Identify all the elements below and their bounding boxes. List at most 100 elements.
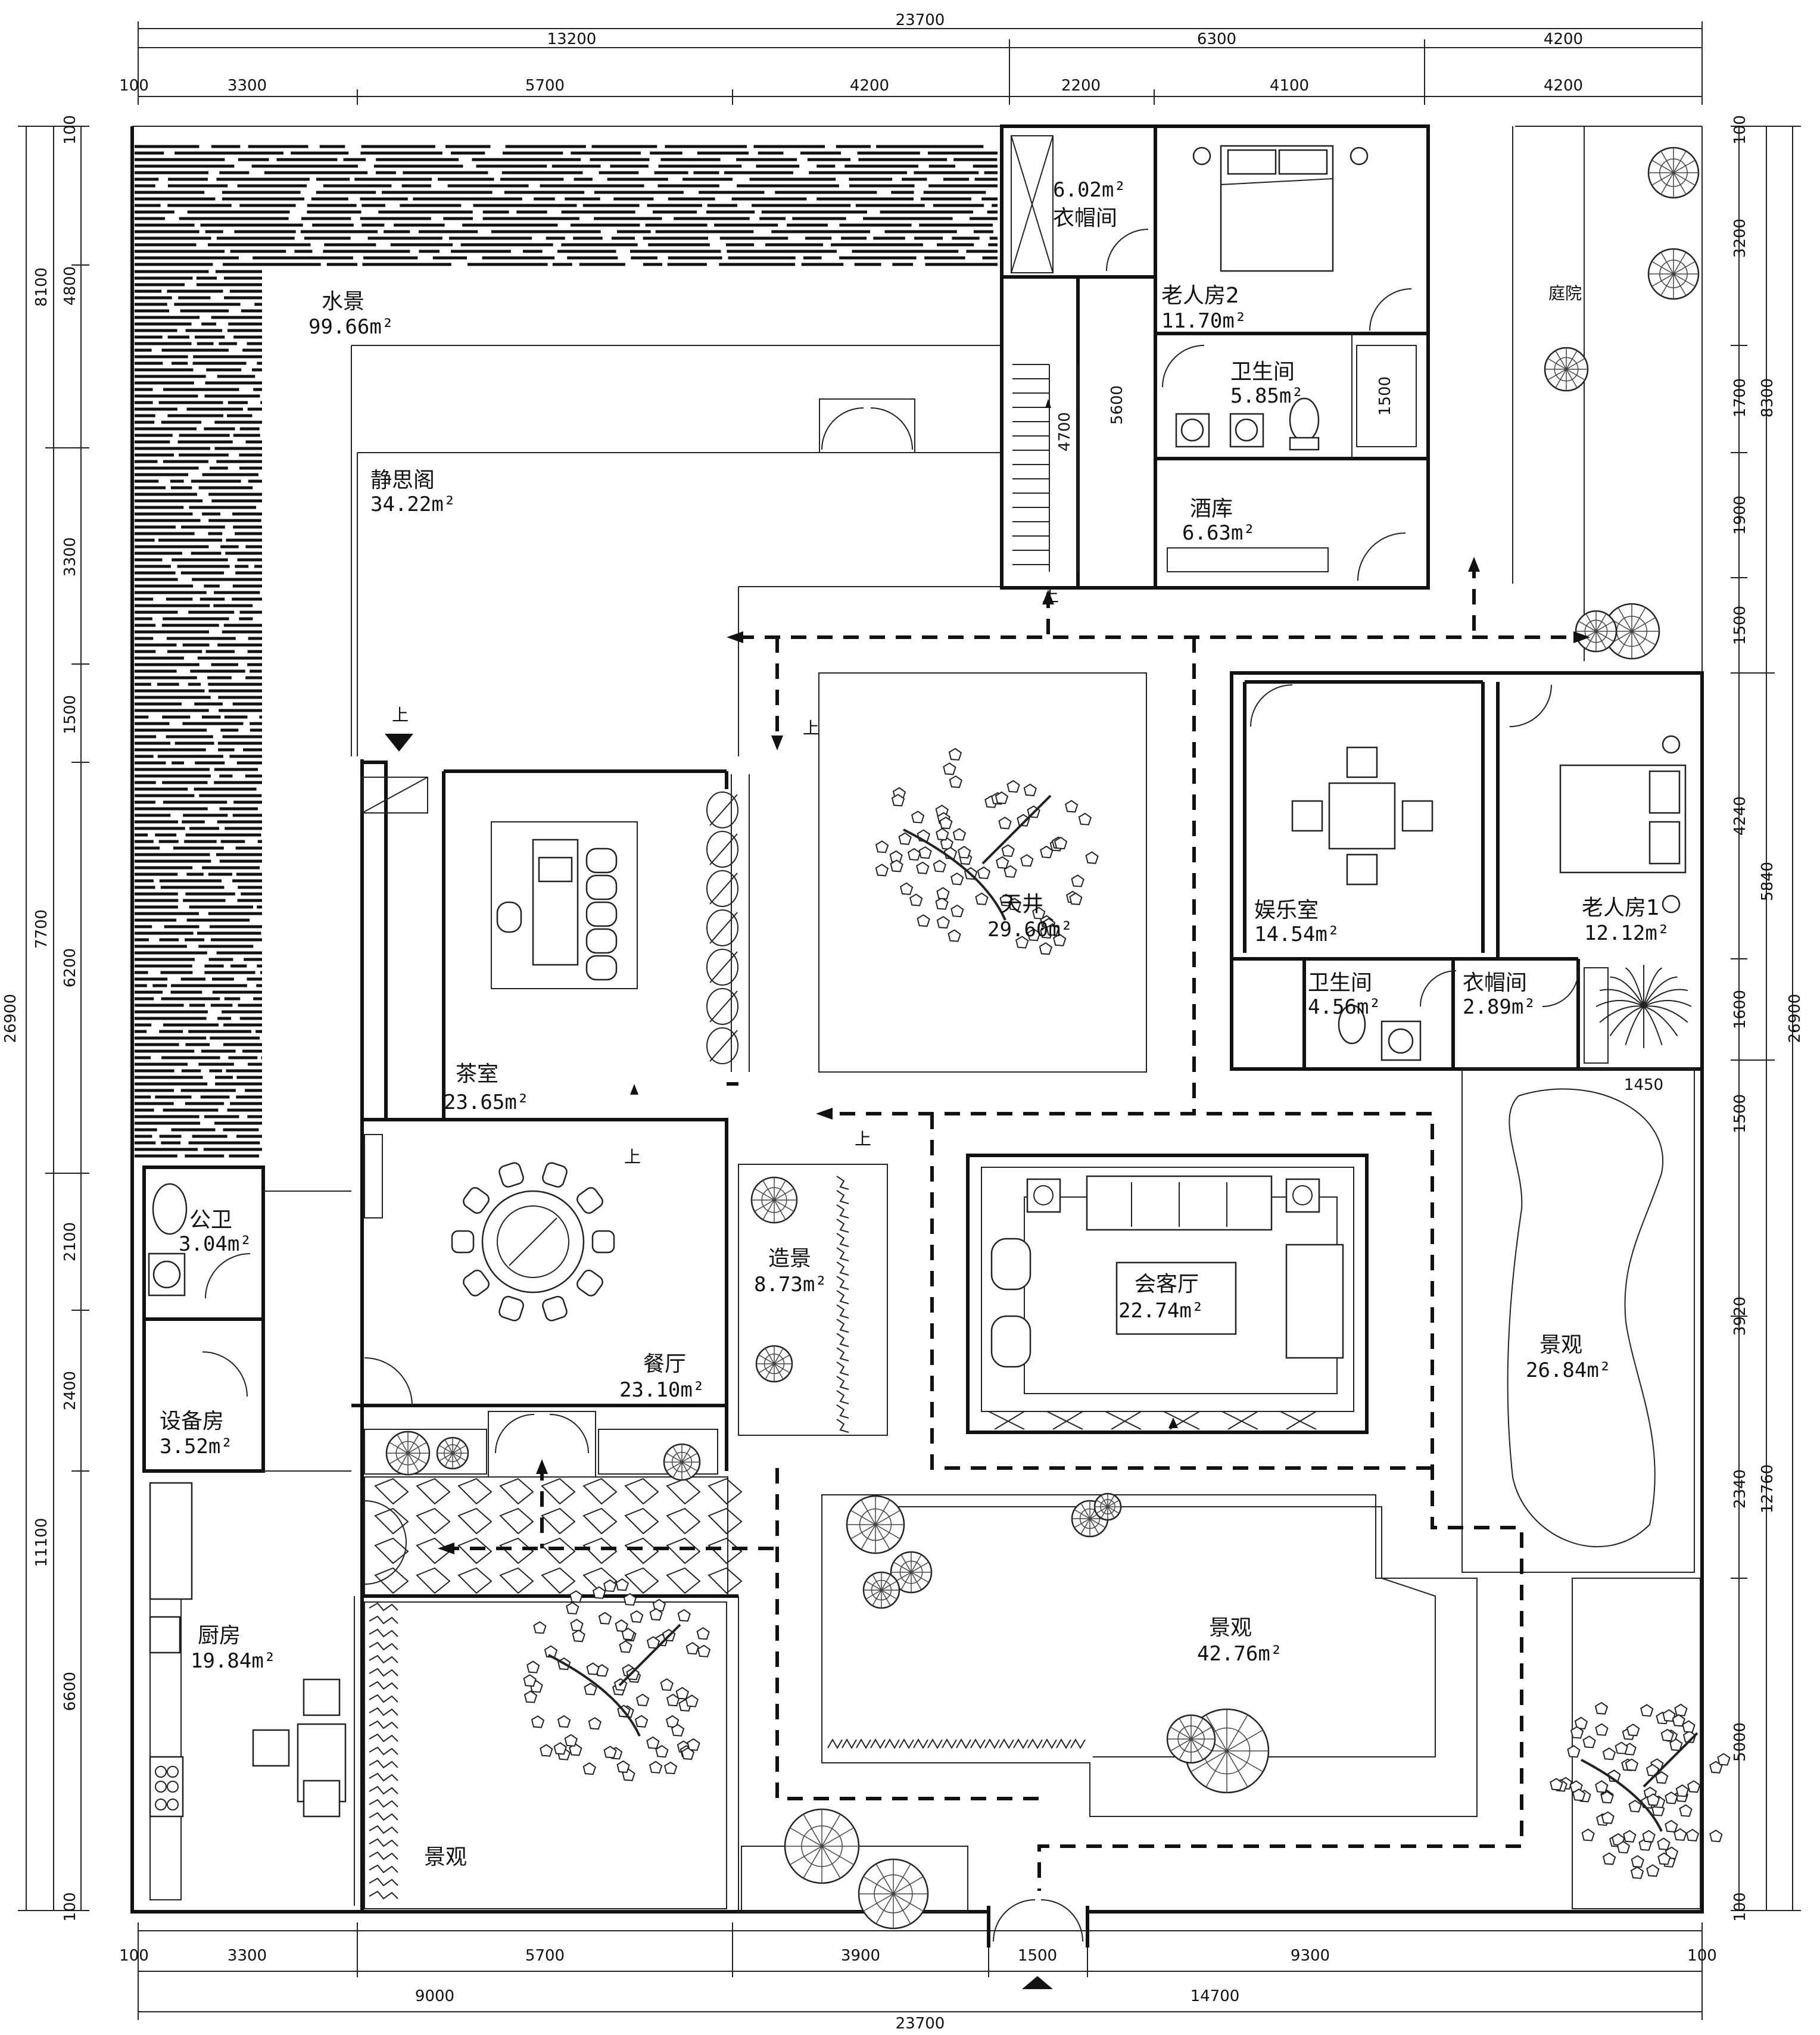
dining-chair [576,1269,603,1297]
dim-bottom-detail-4: 3900 [841,1947,880,1965]
glass-folding-doors[interactable] [706,774,750,1072]
shrub [369,1772,398,1782]
rockery [836,1218,849,1233]
up-label-jingsi: 上 [392,705,409,725]
shrub [899,1738,914,1750]
landscape-central-frame [821,1494,1478,1817]
stool [585,847,618,874]
paver [708,1567,743,1594]
rockery [836,1261,849,1276]
glass-door-leaf [706,949,738,986]
area-tea: 23.65m² [444,1090,529,1114]
label-tea: 茶室 [456,1062,498,1086]
circulation-path [444,563,1584,1891]
dim-top-detail-6: 4100 [1270,77,1309,95]
tianjing-frame [818,672,1147,1073]
rockery [836,1347,849,1361]
dim-right-outer: 26900 [1786,994,1804,1043]
dim-left-detail-2: 4800 [61,266,79,306]
dimension-labels: 23700 13200 6300 4200 100 3300 5700 4200… [2,11,1804,2033]
shrub [913,1738,928,1750]
shrub [827,1738,843,1750]
dim-left-detail-4: 1500 [61,695,79,734]
dim-left-mid-1: 8100 [33,267,51,307]
water-feature-hatch [132,143,1002,1161]
double-door-jingsi[interactable] [819,398,915,453]
dim-bottom-mid-2: 14700 [1191,1987,1240,2005]
bath1-fixtures [1175,345,1417,451]
rockery [836,1404,849,1419]
living-door-leaf [1163,1411,1200,1430]
paver [457,1537,493,1565]
shrub [369,1825,398,1834]
dim-stair-5600: 5600 [1108,385,1126,425]
dim-left-mid-3: 11100 [33,1518,51,1567]
dim-bottom-detail-7: 100 [1687,1947,1717,1965]
trees [369,147,1731,1930]
west-service [142,1165,355,1906]
shrub [856,1738,871,1750]
shrub [369,1838,398,1847]
paver [499,1507,534,1535]
area-wardrobe1: 6.02m² [1053,178,1126,202]
shrub [369,1720,398,1729]
dim-right-detail-12: 100 [1731,1892,1749,1922]
dim-stair-4700: 4700 [1056,412,1074,451]
shrub [999,1738,1014,1750]
living-door-leaf [1221,1411,1258,1430]
dim-top-detail-7: 4200 [1544,77,1583,95]
outer-walls [130,126,1704,1914]
dim-right-detail-3: 1700 [1731,378,1749,417]
bath2-fixtures [1338,967,1609,1064]
dim-right-detail-4: 1900 [1731,495,1749,535]
dim-bottom-detail-1: 100 [119,1947,149,1965]
bed-elder1 [1559,735,1687,914]
dim-bath-1500: 1500 [1376,376,1394,416]
shrub [970,1738,986,1750]
paver [541,1537,576,1565]
dim-bottom-detail-3: 5700 [525,1947,565,1965]
tree [1166,1714,1216,1764]
paver [708,1507,743,1535]
rockery [836,1247,849,1261]
label-landscape-central: 景观 [1209,1616,1252,1640]
dining-chair [542,1162,568,1188]
dim-right-mid-1: 8300 [1759,378,1777,417]
bed-elder2 [1192,145,1369,272]
shrub [369,1746,398,1756]
shrub [369,1759,398,1769]
dim-left-detail-1: 100 [61,115,79,145]
stool [585,874,618,900]
paver [457,1507,493,1535]
shrub [942,1738,957,1750]
dim-right-detail-1: 100 [1731,115,1749,145]
tree [755,1345,793,1383]
arrow-heads [385,399,1590,1989]
area-jingsi: 34.22m² [370,493,456,516]
shrub [870,1738,886,1750]
tree [385,1431,431,1476]
stool [585,955,618,981]
staircase[interactable] [1012,364,1079,572]
up-labels: 上 上 上 上 上 [392,586,1059,1167]
label-zaojing: 造景 [768,1246,811,1271]
shrub [1013,1738,1029,1750]
dim-right-detail-6: 4240 [1731,796,1749,836]
shrub [369,1694,398,1703]
area-yule: 14.54m² [1254,923,1339,946]
dim-left-mid-2: 7700 [33,909,51,949]
paver [582,1567,618,1594]
tree [858,1858,929,1930]
paver [582,1507,618,1535]
palm [1595,965,1692,1048]
label-wardrobe1: 衣帽间 [1053,206,1117,230]
dim-right-mid-2: 5840 [1759,862,1777,901]
dim-top-detail-4: 4200 [850,77,889,95]
label-elder2: 老人房2 [1161,283,1239,308]
dining-chair [576,1187,603,1214]
stove [149,1756,184,1818]
shrub [369,1785,398,1795]
shrub [369,1628,398,1638]
tree [523,1578,711,1781]
